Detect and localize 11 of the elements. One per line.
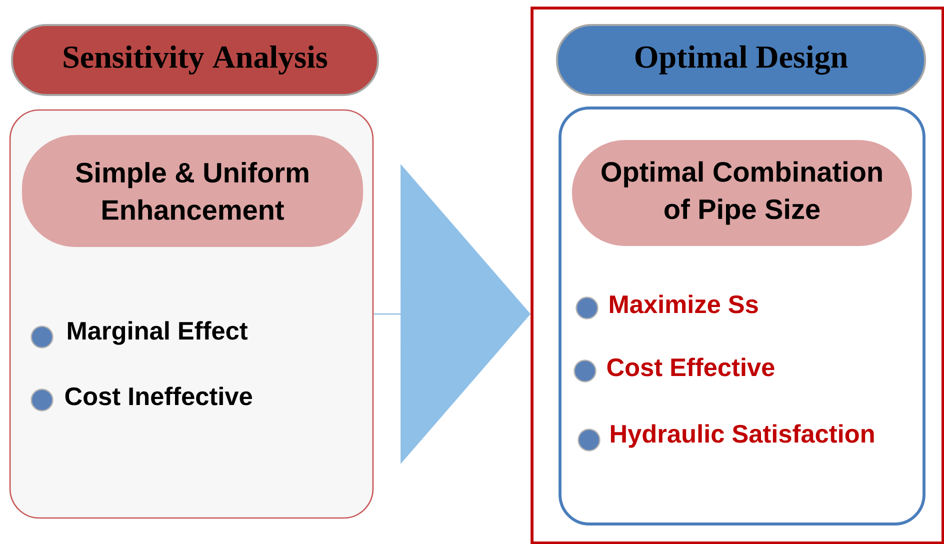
header-banner: Optimal Design <box>556 24 926 96</box>
header-banner: Sensitivity Analysis <box>11 24 379 96</box>
bullet-text: Marginal Effect <box>68 321 248 345</box>
frame-box <box>530 6 944 544</box>
bullet-text: Cost Effective <box>607 358 774 376</box>
bullet-text: Cost Ineffective <box>65 386 252 406</box>
bullet-text: Maximize Ss <box>610 294 758 314</box>
bullet-text: Hydraulic Satisfaction <box>610 424 874 448</box>
rounded-label: Optimal Combination of Pipe Size <box>572 140 912 246</box>
chevron-arrow <box>374 164 531 464</box>
rounded-label: Simple & Uniform Enhancement <box>22 135 364 247</box>
